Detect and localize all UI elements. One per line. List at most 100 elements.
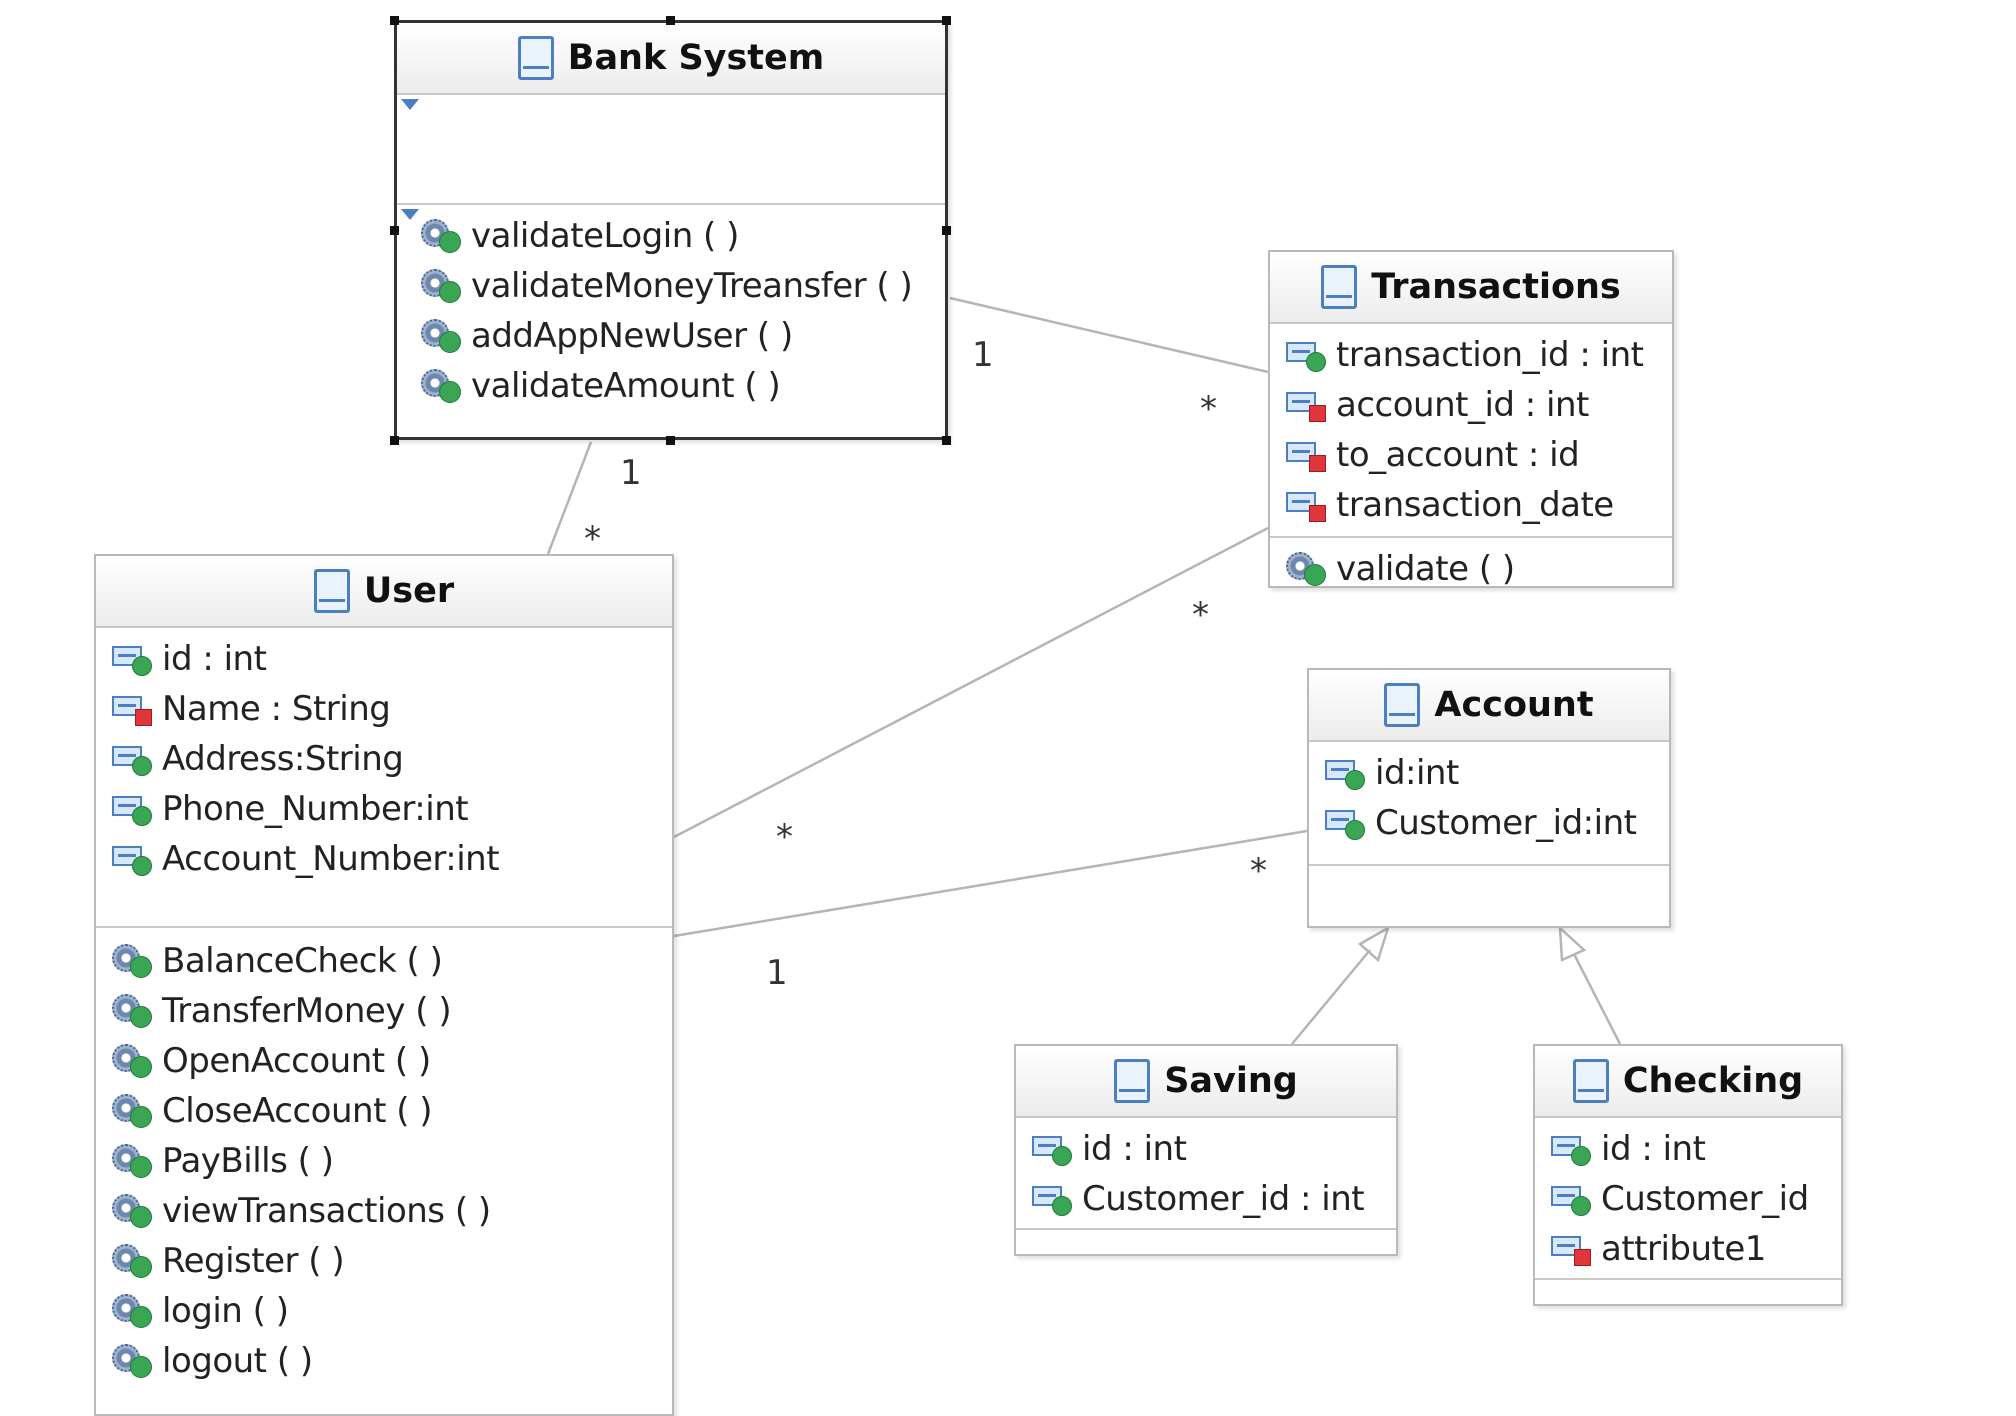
resize-handle[interactable] [390, 436, 399, 445]
operation-row[interactable]: validateMoneyTreansfer ( ) [421, 261, 945, 311]
operation-gear-icon [112, 1144, 152, 1178]
attribute-row[interactable]: transaction_date [1286, 480, 1672, 530]
attribute-row[interactable]: Name : String [112, 684, 672, 734]
resize-handle[interactable] [942, 226, 951, 235]
class-saving[interactable]: Saving id : int Customer_id : int [1014, 1044, 1398, 1256]
class-checking[interactable]: Checking id : int Customer_id attribute1 [1533, 1044, 1843, 1306]
operation-gear-icon [421, 219, 461, 253]
attributes-compartment[interactable]: id : int Name : String Address:String Ph… [96, 628, 672, 928]
attribute-row[interactable]: Account_Number:int [112, 834, 672, 884]
class-user[interactable]: User id : int Name : String Address:Stri… [94, 554, 674, 1416]
association-user-transactions[interactable] [673, 526, 1269, 839]
operation-row[interactable]: viewTransactions ( ) [112, 1186, 672, 1236]
class-header[interactable]: Bank System [397, 23, 945, 95]
operation-gear-icon [112, 1294, 152, 1328]
generalization-checking-account[interactable] [1572, 953, 1622, 1045]
attribute-row[interactable]: id : int [1032, 1124, 1396, 1174]
operation-row[interactable]: validateLogin ( ) [421, 211, 945, 261]
attribute-icon [1325, 758, 1365, 790]
attributes-compartment[interactable] [397, 95, 945, 205]
operation-row[interactable]: CloseAccount ( ) [112, 1086, 672, 1136]
attribute-row[interactable]: id:int [1325, 748, 1669, 798]
attribute-row[interactable]: Address:String [112, 734, 672, 784]
operations-compartment[interactable]: validate ( ) [1270, 538, 1672, 600]
attribute-label: Customer_id : int [1082, 1179, 1365, 1219]
resize-handle[interactable] [666, 436, 675, 445]
private-visibility-icon [1309, 405, 1326, 422]
resize-handle[interactable] [942, 16, 951, 25]
attribute-label: attribute1 [1601, 1229, 1766, 1269]
operation-gear-icon [112, 1344, 152, 1378]
generalization-saving-account[interactable] [1291, 949, 1371, 1045]
public-visibility-icon [439, 231, 461, 253]
attribute-icon [1551, 1134, 1591, 1166]
public-visibility-icon [130, 1356, 152, 1378]
public-visibility-icon [1052, 1146, 1072, 1166]
attribute-icon [1286, 490, 1326, 522]
public-visibility-icon [130, 1006, 152, 1028]
public-visibility-icon [1306, 352, 1326, 372]
operation-row[interactable]: login ( ) [112, 1286, 672, 1336]
attribute-row[interactable]: account_id : int [1286, 380, 1672, 430]
attribute-label: Customer_id:int [1375, 803, 1637, 843]
public-visibility-icon [130, 1106, 152, 1128]
collapse-toggle-icon[interactable] [401, 99, 419, 110]
class-title: Saving [1164, 1061, 1298, 1101]
resize-handle[interactable] [390, 16, 399, 25]
attribute-row[interactable]: id : int [112, 634, 672, 684]
operations-compartment[interactable] [1309, 866, 1669, 926]
attribute-row[interactable]: Customer_id:int [1325, 798, 1669, 848]
resize-handle[interactable] [942, 436, 951, 445]
multiplicity-label: * [776, 817, 793, 857]
class-header[interactable]: Account [1309, 670, 1669, 742]
class-transactions[interactable]: Transactions transaction_id : int accoun… [1268, 250, 1674, 589]
association-bank-transactions[interactable] [949, 296, 1269, 374]
class-header[interactable]: Saving [1016, 1046, 1396, 1118]
private-visibility-icon [1574, 1249, 1591, 1266]
attribute-row[interactable]: to_account : id [1286, 430, 1672, 480]
operation-row[interactable]: logout ( ) [112, 1336, 672, 1386]
attributes-compartment[interactable]: id : int Customer_id : int [1016, 1118, 1396, 1230]
attributes-compartment[interactable]: id:int Customer_id:int [1309, 742, 1669, 866]
association-bank-user[interactable] [546, 441, 593, 555]
attribute-row[interactable]: Phone_Number:int [112, 784, 672, 834]
attribute-row[interactable]: Customer_id : int [1032, 1174, 1396, 1224]
attribute-row[interactable]: attribute1 [1551, 1224, 1841, 1274]
collapse-toggle-icon[interactable] [401, 209, 419, 220]
public-visibility-icon [130, 1206, 152, 1228]
attribute-icon [112, 644, 152, 676]
private-visibility-icon [1309, 455, 1326, 472]
operation-row[interactable]: BalanceCheck ( ) [112, 936, 672, 986]
operation-label: validateLogin ( ) [471, 216, 739, 256]
public-visibility-icon [1571, 1196, 1591, 1216]
operation-row[interactable]: OpenAccount ( ) [112, 1036, 672, 1086]
class-bank-system[interactable]: Bank System validateLogin ( ) validateMo… [394, 20, 948, 440]
operation-row[interactable]: PayBills ( ) [112, 1136, 672, 1186]
class-header[interactable]: Checking [1535, 1046, 1841, 1118]
operations-compartment[interactable] [1016, 1230, 1396, 1254]
resize-handle[interactable] [666, 16, 675, 25]
attribute-row[interactable]: Customer_id [1551, 1174, 1841, 1224]
class-account[interactable]: Account id:int Customer_id:int [1307, 668, 1671, 928]
attribute-label: Phone_Number:int [162, 789, 469, 829]
attribute-row[interactable]: id : int [1551, 1124, 1841, 1174]
attributes-compartment[interactable]: id : int Customer_id attribute1 [1535, 1118, 1841, 1280]
attribute-label: id:int [1375, 753, 1459, 793]
operations-compartment[interactable]: validateLogin ( ) validateMoneyTreansfer… [397, 205, 945, 417]
operation-gear-icon [421, 319, 461, 353]
operation-row[interactable]: addAppNewUser ( ) [421, 311, 945, 361]
operation-row[interactable]: Register ( ) [112, 1236, 672, 1286]
operations-compartment[interactable]: BalanceCheck ( ) TransferMoney ( ) OpenA… [96, 928, 672, 1392]
attribute-icon [112, 694, 152, 726]
attributes-compartment[interactable]: transaction_id : int account_id : int to… [1270, 324, 1672, 538]
operations-compartment[interactable] [1535, 1280, 1841, 1304]
class-header[interactable]: Transactions [1270, 252, 1672, 324]
private-visibility-icon [1309, 505, 1326, 522]
resize-handle[interactable] [390, 226, 399, 235]
operation-row[interactable]: TransferMoney ( ) [112, 986, 672, 1036]
operation-row[interactable]: validate ( ) [1286, 544, 1672, 594]
class-header[interactable]: User [96, 556, 672, 628]
attribute-row[interactable]: transaction_id : int [1286, 330, 1672, 380]
operation-row[interactable]: validateAmount ( ) [421, 361, 945, 411]
association-user-account[interactable] [673, 829, 1308, 938]
